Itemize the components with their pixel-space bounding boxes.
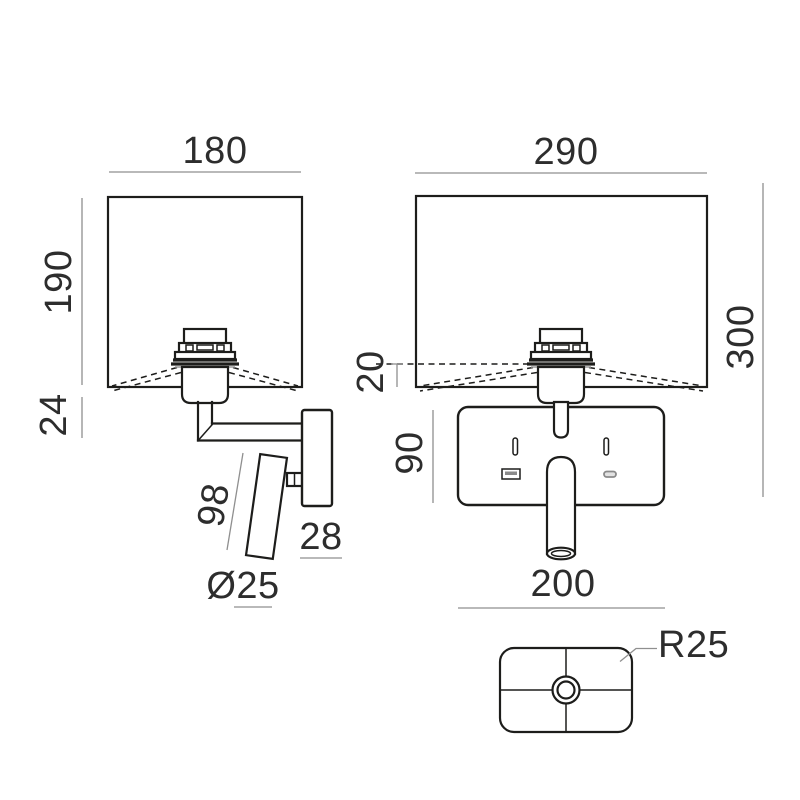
usb-c-port [603,470,617,478]
hem-dash-right-upper [588,366,704,387]
socket-slot [552,344,570,351]
tube-top-view-inner [556,680,576,700]
label-corner-radius: R25 [658,624,730,666]
hem-dash-right-upper [232,366,299,387]
left-wall-bracket [300,408,334,508]
socket-body [180,365,230,405]
label-shade-height-left: 190 [38,249,80,315]
socket-stem [552,400,570,439]
hem-dash-right-lower [228,371,299,392]
reading-tube [545,455,577,556]
hem-dash-left-upper [419,366,534,387]
socket-body [536,365,586,405]
reading-tube-rim-inner [550,549,572,558]
arm-bevel [198,423,214,441]
label-backplate-height: 90 [389,431,431,475]
hem-dash-left-lower [419,371,538,392]
label-spot-diameter: Ø25 [206,565,280,607]
label-total-height: 300 [720,304,762,370]
switch-slot-right [603,437,610,456]
radius-leader-line [619,647,657,663]
label-spot-length: 98 [189,480,239,530]
hem-dash-left-lower [111,371,182,392]
socket-slot [196,344,214,351]
dimension-line-98 [226,452,244,551]
label-shade-width-left: 180 [182,130,248,172]
label-shade-width-right: 290 [533,131,599,173]
hem-dash-right-lower [584,371,704,392]
left-lamp-socket [171,327,239,405]
socket-flange [529,350,593,361]
socket-flange [173,350,237,361]
socket-cap [538,327,584,346]
label-bracket-width: 28 [299,516,343,558]
hem-dash-left-upper [111,366,178,387]
usb-a-tongue [505,471,517,475]
right-lamp-socket [527,327,595,405]
reading-spotlight [244,452,289,561]
usb-a-port [501,468,521,480]
label-backplate-width: 200 [530,563,596,605]
left-lamp-view [81,171,342,608]
label-hem-height: 20 [350,350,392,394]
right-lamp-view [376,172,764,609]
label-arm-height: 24 [33,393,75,437]
left-lamp-arm [196,400,304,442]
top-view [498,646,657,734]
switch-slot-left [512,437,519,456]
socket-cap [182,327,228,346]
